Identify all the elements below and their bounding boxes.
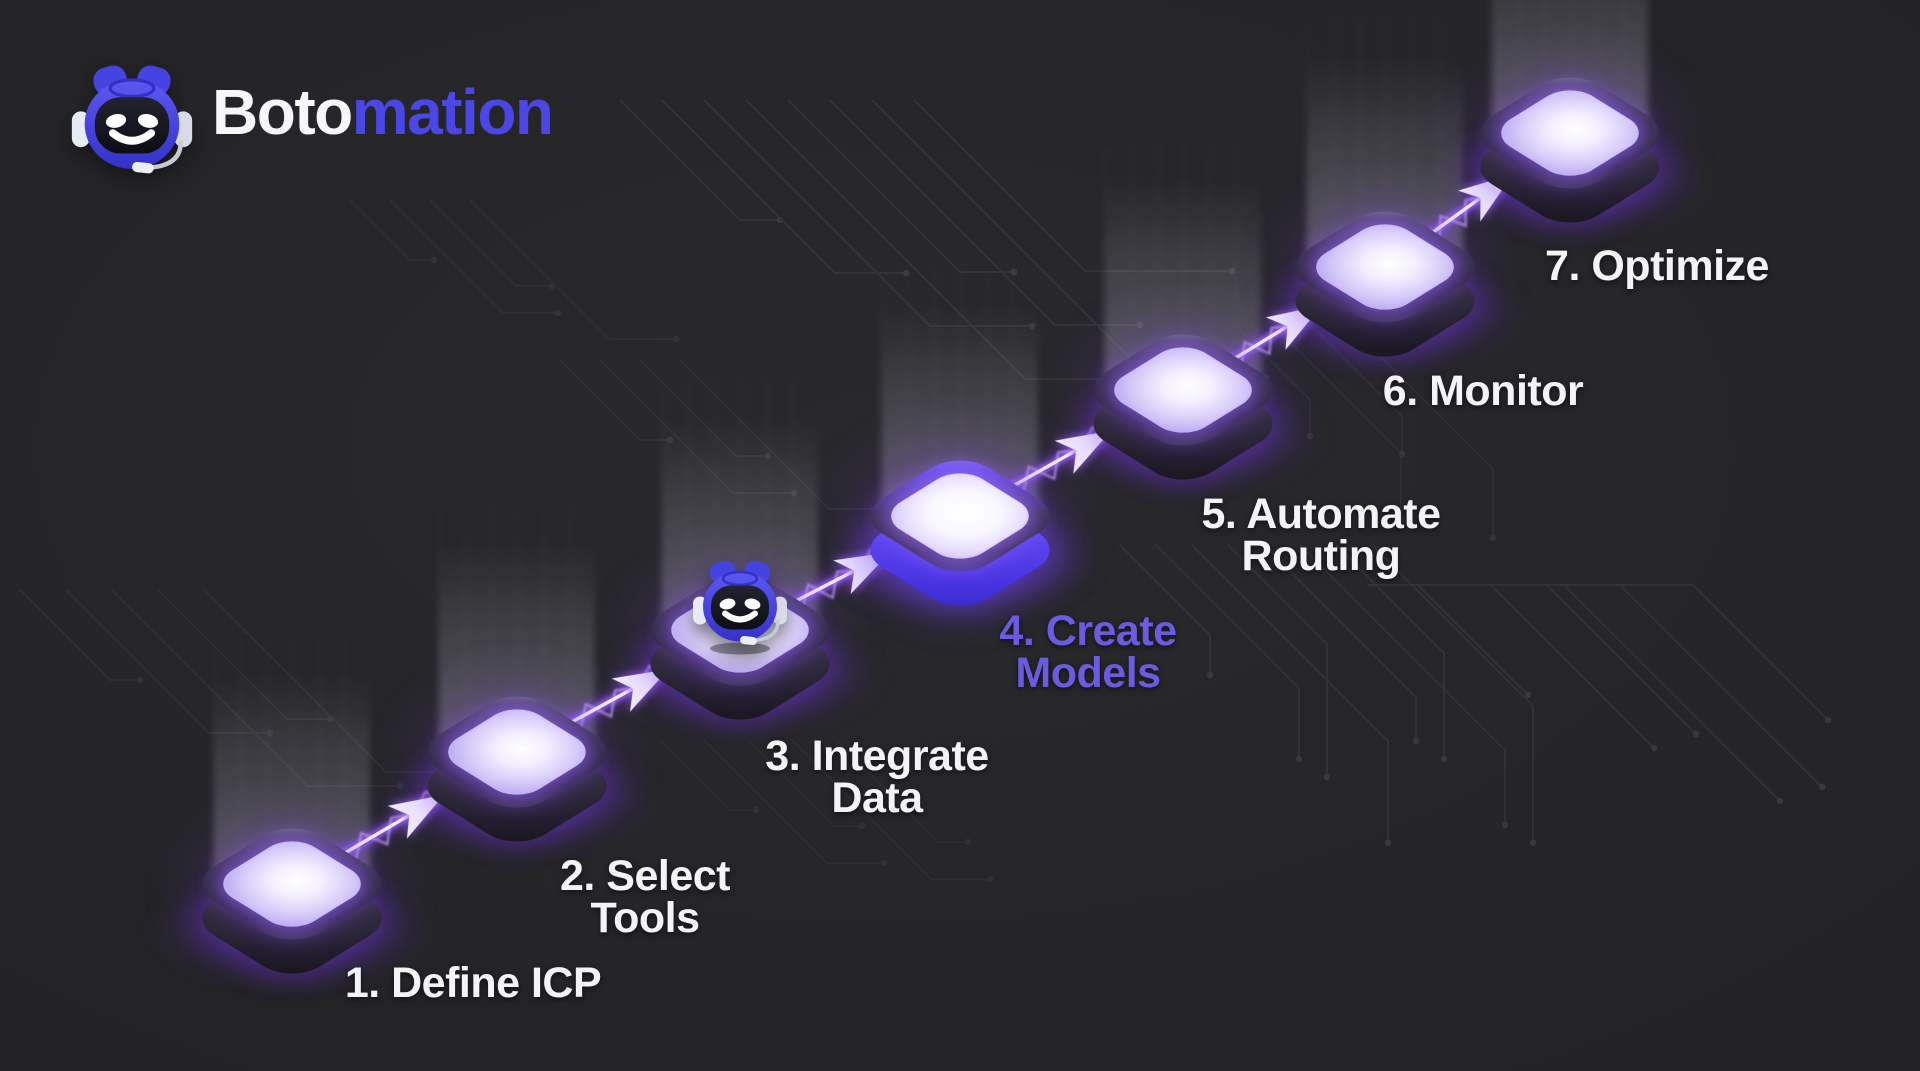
- step-label-text: Routing: [1241, 532, 1401, 580]
- brand-name-primary: Boto: [212, 76, 353, 148]
- arrowhead-icon: [387, 794, 444, 839]
- arrowhead-icon: [611, 669, 669, 712]
- step-label-text: 7. Optimize: [1545, 242, 1769, 290]
- step-label-6: 6. Monitor: [1263, 367, 1703, 415]
- step-label-text: 3. Integrate: [765, 732, 989, 780]
- circuit-trace-cluster: [349, 199, 680, 343]
- step-label-text: 5. Automate: [1201, 490, 1442, 538]
- step-label-text: 2. Select: [560, 852, 731, 900]
- step-label-text: 6. Monitor: [1382, 367, 1584, 415]
- circuit-trace-cluster: [1119, 544, 1537, 847]
- arrowhead-icon: [1054, 430, 1111, 474]
- brand-logo: Botomation: [68, 52, 554, 186]
- circuit-trace-cluster: [1368, 584, 1832, 805]
- step-label-text: Data: [831, 774, 923, 822]
- step-label-2: 2. Select Tools: [425, 852, 865, 942]
- step-label-7: 7. Optimize: [1437, 242, 1877, 290]
- brand-name-secondary: mation: [351, 76, 554, 148]
- step-label-text: 1. Define ICP: [344, 959, 602, 1007]
- step-label-text: 4. Create: [999, 607, 1177, 655]
- step-label-3: 3. Integrate Data: [657, 732, 1097, 822]
- robot-mascot-icon: [68, 52, 196, 186]
- circuit-trace-cluster: [659, 739, 994, 883]
- step-label-5: 5. Automate Routing: [1101, 490, 1541, 580]
- robot-mascot-icon: [690, 550, 790, 655]
- step-label-4: 4. Create Models: [868, 607, 1308, 697]
- step-label-text: Models: [1015, 649, 1161, 697]
- brand-wordmark: Botomation: [212, 80, 554, 158]
- step-label-1: 1. Define ICP: [253, 959, 693, 1007]
- step-label-text: Tools: [590, 894, 700, 942]
